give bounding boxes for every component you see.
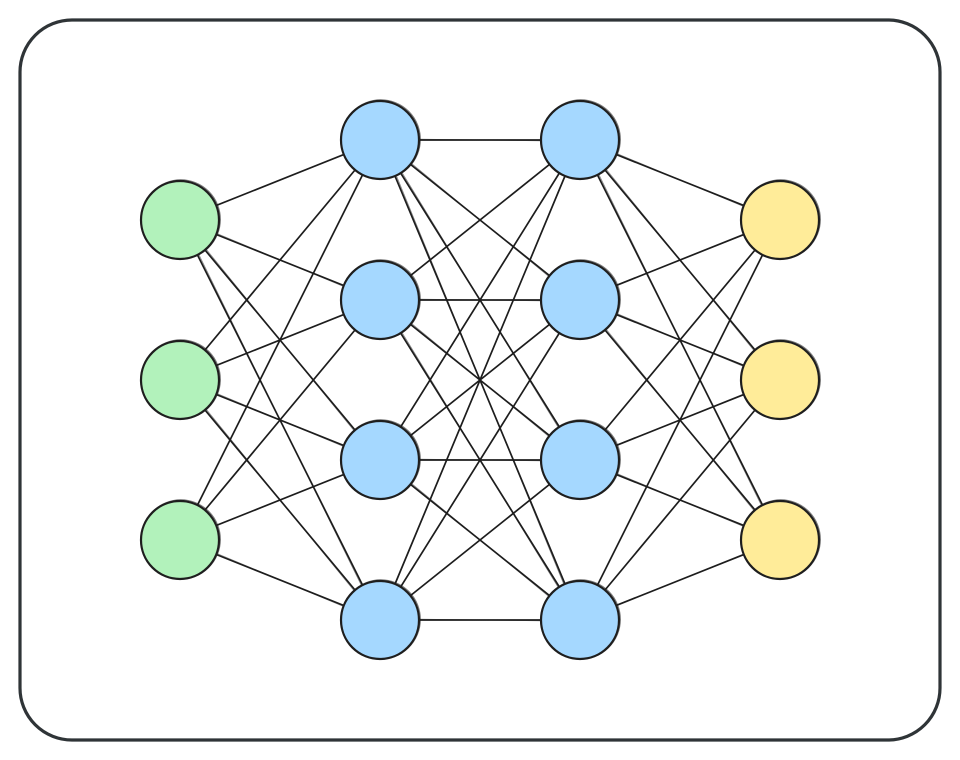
- node-sketch-outline: [740, 499, 821, 580]
- node-sketch-outline: [540, 419, 621, 500]
- node-sketch-outline: [140, 339, 221, 420]
- nodes-layer: [139, 99, 821, 661]
- node-sketch-outline: [140, 499, 221, 580]
- node-sketch-outline: [740, 179, 821, 260]
- node-sketch-outline: [340, 259, 421, 340]
- node-sketch-outline: [340, 419, 421, 500]
- node-sketch-outline: [540, 579, 621, 660]
- edge-sketch-stroke: [180, 140, 380, 539]
- node-sketch-outline: [740, 339, 821, 420]
- edge-sketch-stroke: [180, 300, 380, 539]
- edge-sketch-stroke: [180, 140, 380, 380]
- edge-sketch-stroke: [380, 140, 580, 460]
- edge-sketch-stroke: [380, 140, 580, 300]
- edge-sketch-stroke: [380, 300, 580, 619]
- edge-sketch-stroke: [580, 380, 780, 619]
- node-sketch-outline: [540, 259, 621, 340]
- edge-sketch-stroke: [580, 220, 780, 460]
- node-sketch-outline: [340, 579, 421, 660]
- node-sketch-outline: [540, 99, 621, 180]
- node-sketch-outline: [340, 99, 421, 180]
- edge-sketch-stroke: [380, 140, 580, 619]
- edge-sketch-stroke: [380, 460, 580, 619]
- node-sketch-outline: [140, 179, 221, 260]
- edge-sketch-stroke: [580, 220, 780, 619]
